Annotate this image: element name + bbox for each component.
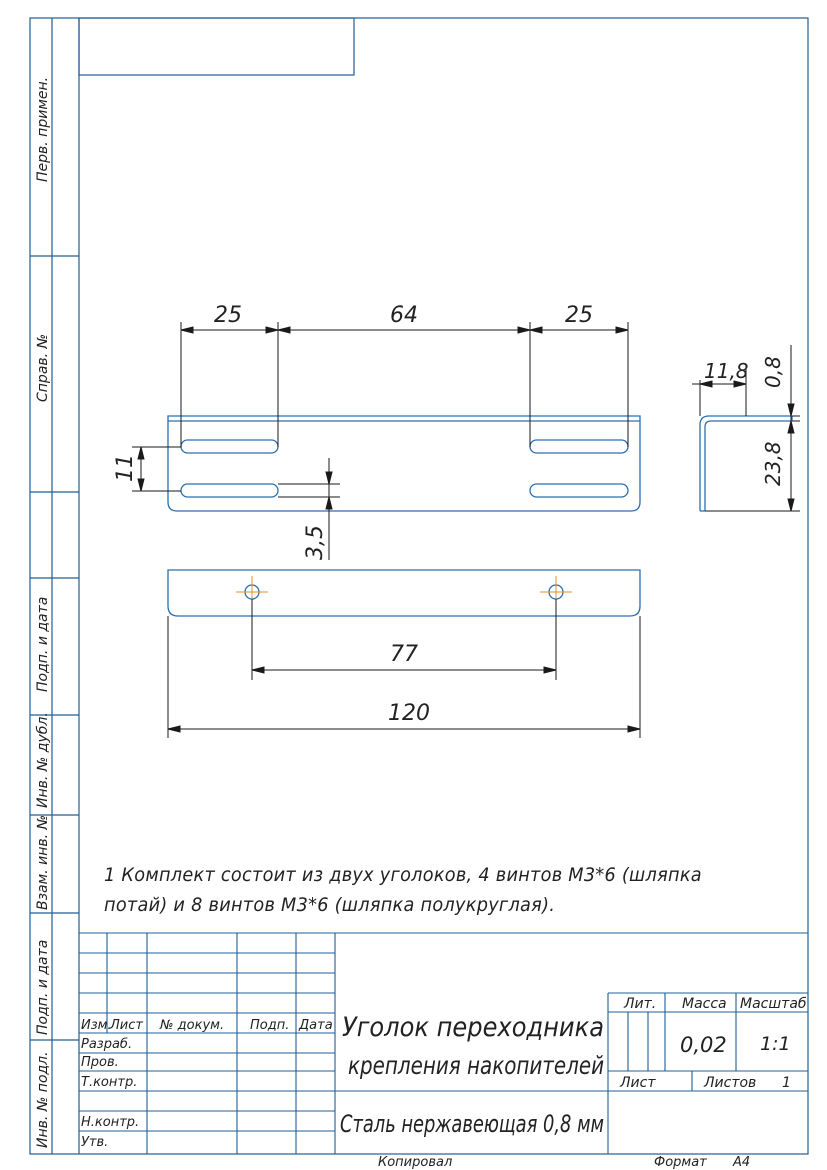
part-side-view — [699, 415, 793, 512]
tb-utv: Утв. — [81, 1135, 108, 1150]
dim-64: 64 — [390, 303, 418, 328]
title-block-grid — [79, 932, 808, 1154]
footer-kopiroval: Копировал — [378, 1155, 452, 1170]
dim-77: 77 — [390, 642, 418, 667]
sheet-frame — [29, 17, 809, 1155]
tb-massa-value: 0,02 — [680, 1033, 727, 1057]
tb-material: Сталь нержавеющая 0,8 мм — [340, 1110, 604, 1138]
label-podp-data-1: Подп. и дата — [35, 597, 51, 692]
dim-25-left: 25 — [214, 303, 242, 328]
tb-n-kontr: Н.контр. — [81, 1115, 139, 1130]
tb-data: Дата — [298, 1018, 333, 1033]
footer-format-value: А4 — [732, 1155, 750, 1170]
slot-top-right — [529, 439, 629, 454]
label-inv-dubl: Инв. № дубл. — [35, 712, 51, 808]
tb-sheet-label: Лист — [619, 1075, 656, 1091]
dim-0-8: 0,8 — [761, 356, 785, 388]
label-podp-data-2: Подп. и дата — [35, 940, 51, 1035]
tb-title-line2: крепления накопителей — [348, 1051, 604, 1080]
dimension-lines — [132, 322, 800, 738]
tb-lit: Лит. — [623, 996, 656, 1012]
slot-top-left — [180, 439, 279, 454]
tb-izm: Изм. — [81, 1018, 112, 1033]
tb-podp: Подп. — [250, 1018, 289, 1033]
label-sprav-no: Справ. № — [35, 334, 51, 402]
tb-list: Лист — [109, 1018, 143, 1033]
dim-120: 120 — [388, 701, 430, 726]
label-vzam-inv: Взам. инв. № — [35, 815, 51, 910]
assembly-note: 1 Комплект состоит из двух уголоков, 4 в… — [104, 864, 702, 916]
footer-format-label: Формат — [654, 1155, 707, 1170]
tb-n-dokum: № докум. — [159, 1018, 224, 1033]
part-front-view — [167, 569, 641, 617]
dimension-texts: 25 64 25 11 3,5 77 120 11,8 0,8 23,8 — [113, 303, 785, 726]
tb-t-kontr: Т.контр. — [81, 1075, 137, 1090]
slot-bottom-right — [529, 483, 629, 498]
tb-title-line1: Уголок переходника — [342, 1012, 604, 1043]
tb-masshtab-value: 1:1 — [760, 1033, 791, 1055]
tb-prov: Пров. — [81, 1055, 119, 1070]
tb-massa: Масса — [682, 996, 727, 1012]
dim-23-8: 23,8 — [761, 441, 785, 486]
title-block-texts: Изм. Лист № докум. Подп. Дата Разраб. Пр… — [81, 996, 807, 1170]
dim-3-5: 3,5 — [303, 525, 328, 560]
tb-masshtab: Масштаб — [740, 996, 807, 1012]
tb-sheets-label: Листов — [703, 1075, 756, 1091]
part-top-view — [167, 415, 641, 512]
dim-11: 11 — [113, 454, 138, 482]
tb-razrab: Разраб. — [81, 1037, 132, 1052]
slot-bottom-left — [180, 483, 279, 498]
dim-11-8: 11,8 — [704, 359, 749, 383]
center-marks — [236, 576, 572, 608]
label-inv-podl: Инв. № подл. — [35, 1051, 51, 1148]
label-perv-primen: Перв. примен. — [35, 77, 51, 182]
tb-sheets-value: 1 — [782, 1075, 791, 1091]
side-labels: Перв. примен. Справ. № Подп. и дата Инв.… — [35, 77, 51, 1148]
dim-25-right: 25 — [565, 303, 593, 328]
